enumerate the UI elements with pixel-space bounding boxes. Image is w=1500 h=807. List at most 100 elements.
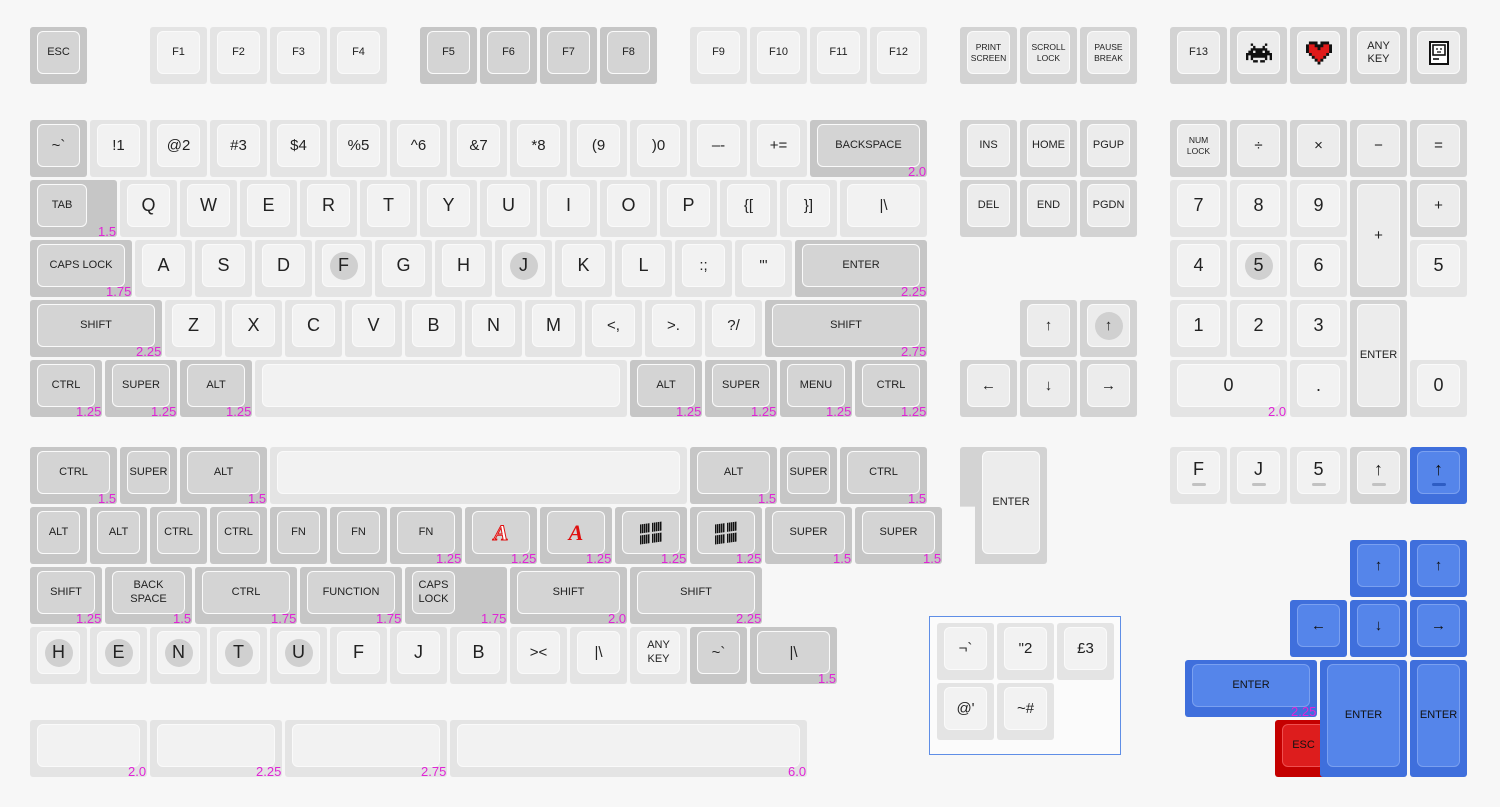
key-num-1[interactable]: !1 <box>90 120 147 177</box>
key-extra-alt-a[interactable]: ALT <box>30 507 87 564</box>
key-a[interactable]: A <box>135 240 192 297</box>
key-numpad-plus-tall[interactable]: + <box>1350 180 1407 297</box>
key-extra-homing-t[interactable]: T <box>210 627 267 684</box>
key-uk-3[interactable]: @' <box>937 683 994 740</box>
key-left-ctrl[interactable]: CTRL <box>30 360 102 417</box>
key-numpad-plus[interactable]: + <box>1410 180 1467 237</box>
key-numpad-1[interactable]: 1 <box>1170 300 1227 357</box>
key-num-4[interactable]: $4 <box>270 120 327 177</box>
key-numpad-equals[interactable]: = <box>1410 120 1467 177</box>
key-extra-b[interactable]: B <box>450 627 507 684</box>
key-homing-bar-5[interactable]: 5 <box>1290 447 1347 504</box>
key-extra-caps-lock[interactable]: CAPS LOCK <box>405 567 507 624</box>
key-blue-arrow-right[interactable]: → <box>1410 600 1467 657</box>
key-right-super[interactable]: SUPER <box>705 360 777 417</box>
key-homing-bar-f[interactable]: F <box>1170 447 1227 504</box>
key-t[interactable]: T <box>360 180 417 237</box>
key-numpad-0[interactable]: 0 <box>1410 360 1467 417</box>
key-extra-pipe-wide[interactable]: |\ <box>750 627 837 684</box>
key-f[interactable]: F <box>315 240 372 297</box>
key-numpad-0-wide[interactable]: 0 <box>1170 360 1287 417</box>
key-u[interactable]: U <box>480 180 537 237</box>
key-extra-spacebar[interactable] <box>270 447 687 504</box>
key-blue-arrow-up-concave[interactable]: ↑ <box>1410 540 1467 597</box>
key-f8[interactable]: F8 <box>600 27 657 84</box>
key-num-3[interactable]: #3 <box>210 120 267 177</box>
key-blue-enter-tall-wide[interactable]: ENTER <box>1320 660 1407 777</box>
key-esc[interactable]: ESC <box>30 27 87 84</box>
key-numpad-enter[interactable]: ENTER <box>1350 300 1407 417</box>
key-numpad-multiply[interactable]: × <box>1290 120 1347 177</box>
key-extra-f[interactable]: F <box>330 627 387 684</box>
key-extra-logo-red[interactable]: A <box>540 507 612 564</box>
key-semicolon[interactable]: :; <box>675 240 732 297</box>
key-iso-enter[interactable]: ENTER <box>960 447 1047 564</box>
key-left-shift[interactable]: SHIFT <box>30 300 162 357</box>
key-num-6[interactable]: ^6 <box>390 120 447 177</box>
key-space-invader[interactable] <box>1230 27 1287 84</box>
key-num-11[interactable]: –- <box>690 120 747 177</box>
key-extra-homing-n[interactable]: N <box>150 627 207 684</box>
key-extra-blank-2-0[interactable] <box>30 720 147 777</box>
key-g[interactable]: G <box>375 240 432 297</box>
key-extra-j[interactable]: J <box>390 627 447 684</box>
key-extra-back-space[interactable]: BACK SPACE <box>105 567 192 624</box>
key-q[interactable]: Q <box>120 180 177 237</box>
key-y[interactable]: Y <box>420 180 477 237</box>
key-d[interactable]: D <box>255 240 312 297</box>
key-s[interactable]: S <box>195 240 252 297</box>
key-extra-shift-1-25[interactable]: SHIFT <box>30 567 102 624</box>
key-left-bracket[interactable]: {[ <box>720 180 777 237</box>
key-e[interactable]: E <box>240 180 297 237</box>
key-retro-computer[interactable] <box>1410 27 1467 84</box>
key-f12[interactable]: F12 <box>870 27 927 84</box>
key-page-down[interactable]: PGDN <box>1080 180 1137 237</box>
key-end[interactable]: END <box>1020 180 1077 237</box>
key-period[interactable]: >. <box>645 300 702 357</box>
key-backslash[interactable]: |\ <box>840 180 927 237</box>
key-j[interactable]: J <box>495 240 552 297</box>
key-f9[interactable]: F9 <box>690 27 747 84</box>
key-left-alt[interactable]: ALT <box>180 360 252 417</box>
key-extra-alt-r[interactable]: ALT <box>690 447 777 504</box>
key-f13[interactable]: F13 <box>1170 27 1227 84</box>
key-heart[interactable] <box>1290 27 1347 84</box>
key-num-7[interactable]: &7 <box>450 120 507 177</box>
key-c[interactable]: C <box>285 300 342 357</box>
key-numpad-dot[interactable]: . <box>1290 360 1347 417</box>
key-num-12[interactable]: += <box>750 120 807 177</box>
key-num-8[interactable]: *8 <box>510 120 567 177</box>
key-extra-super-r[interactable]: SUPER <box>780 447 837 504</box>
key-right-bracket[interactable]: }] <box>780 180 837 237</box>
key-numpad-3[interactable]: 3 <box>1290 300 1347 357</box>
key-print-screen[interactable]: PRINT SCREEN <box>960 27 1017 84</box>
key-blue-arrow-left[interactable]: ← <box>1290 600 1347 657</box>
key-arrow-up[interactable]: ↑ <box>1020 300 1077 357</box>
key-f4[interactable]: F4 <box>330 27 387 84</box>
key-extra-shift-2-25[interactable]: SHIFT <box>630 567 762 624</box>
key-extra-windows-a[interactable] <box>615 507 687 564</box>
key-l[interactable]: L <box>615 240 672 297</box>
key-numpad-divide[interactable]: ÷ <box>1230 120 1287 177</box>
key-w[interactable]: W <box>180 180 237 237</box>
key-num-5[interactable]: %5 <box>330 120 387 177</box>
key-extra-alt-1-5[interactable]: ALT <box>180 447 267 504</box>
key-extra-ctrl-r[interactable]: CTRL <box>840 447 927 504</box>
key-n[interactable]: N <box>465 300 522 357</box>
key-extra-pipe[interactable]: |\ <box>570 627 627 684</box>
key-extra-greater-less[interactable]: >< <box>510 627 567 684</box>
key-uk-4[interactable]: ~# <box>997 683 1054 740</box>
key-num-lock[interactable]: NUM LOCK <box>1170 120 1227 177</box>
key-scroll-lock[interactable]: SCROLL LOCK <box>1020 27 1077 84</box>
key-extra-blank-2-75[interactable] <box>285 720 447 777</box>
key-extra-super[interactable]: SUPER <box>120 447 177 504</box>
key-extra-super-wide-b[interactable]: SUPER <box>855 507 942 564</box>
key-r[interactable]: R <box>300 180 357 237</box>
key-extra-logo-outline[interactable]: A <box>465 507 537 564</box>
key-f3[interactable]: F3 <box>270 27 327 84</box>
key-num-9[interactable]: (9 <box>570 120 627 177</box>
key-uk-1[interactable]: "2 <box>997 623 1054 680</box>
key-x[interactable]: X <box>225 300 282 357</box>
key-right-shift[interactable]: SHIFT <box>765 300 927 357</box>
key-uk-0[interactable]: ¬` <box>937 623 994 680</box>
